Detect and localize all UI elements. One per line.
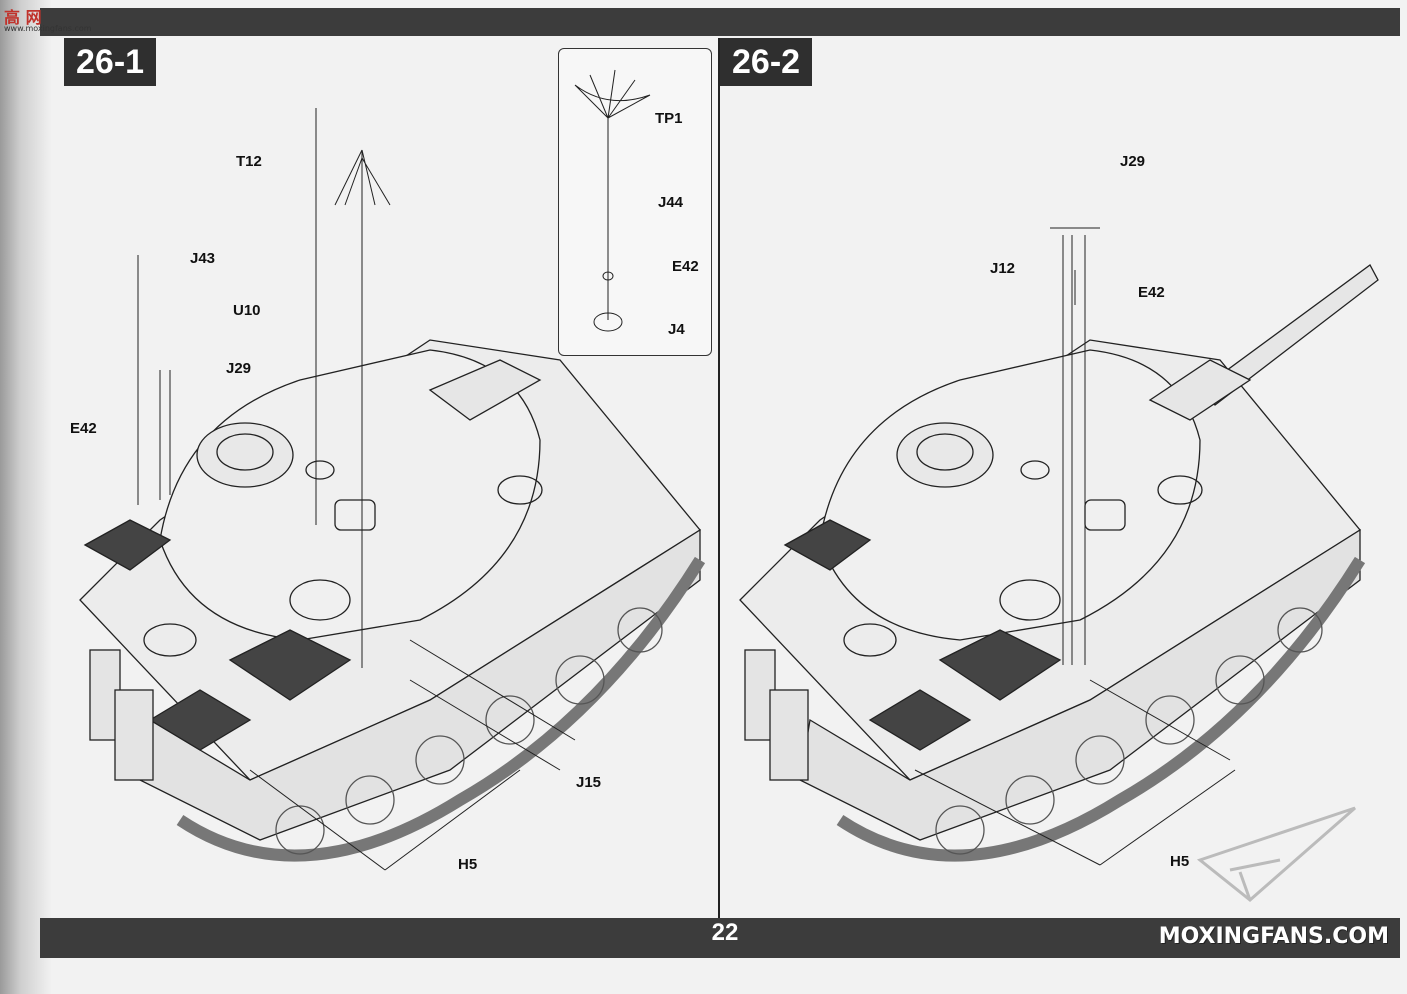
label-H5: H5 [458, 856, 478, 873]
inset-label-J44: J44 [658, 194, 684, 211]
site-url: www.moxingfans.com [4, 24, 92, 33]
top-band [40, 8, 1400, 36]
label-E42: E42 [70, 420, 97, 437]
paper-plane-logo [1196, 806, 1356, 902]
label-right-J29: J29 [1120, 153, 1146, 170]
bottom-band [40, 918, 1400, 958]
step-26-1-tag: 26-1 [64, 38, 157, 86]
label-J43: J43 [190, 250, 216, 267]
label-right-E42: E42 [1138, 284, 1165, 301]
brand-watermark: MOXINGFANS.COM [1158, 924, 1389, 949]
label-J29: J29 [226, 360, 252, 377]
step-divider [718, 38, 720, 918]
left-tank-drawing [79, 339, 706, 862]
step-26-2-tag: 26-2 [720, 38, 813, 86]
right-tank-drawing [739, 264, 1379, 862]
label-T12: T12 [236, 153, 262, 170]
inset-label-E42: E42 [672, 258, 699, 275]
label-right-H5: H5 [1170, 853, 1190, 870]
label-right-J12: J12 [990, 260, 1016, 277]
page-number: 22 [711, 919, 739, 946]
label-U10: U10 [233, 302, 261, 319]
inset-label-J4: J4 [668, 321, 685, 338]
inset-label-TP1: TP1 [655, 110, 683, 127]
label-J15: J15 [576, 774, 602, 791]
binding-shadow [0, 0, 52, 994]
site-logo: 高 网 [4, 8, 42, 27]
